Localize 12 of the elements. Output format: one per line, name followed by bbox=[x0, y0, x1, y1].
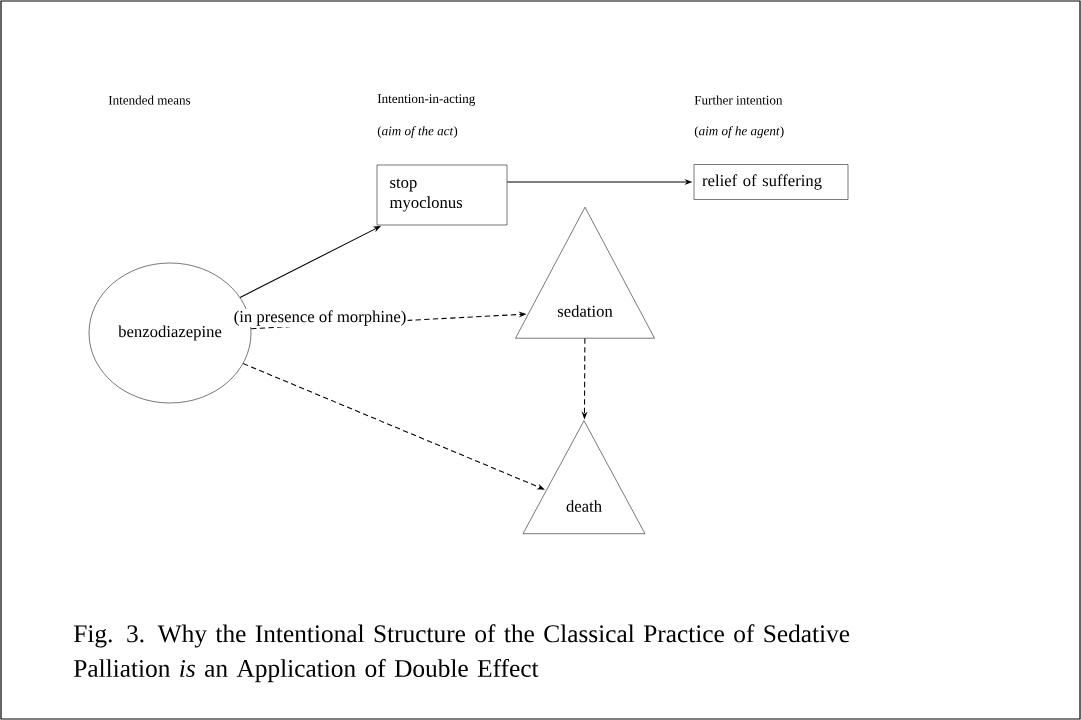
arrow bbox=[242, 363, 545, 490]
column-heading: Further intention bbox=[694, 95, 783, 105]
triangle: sedation bbox=[515, 206, 655, 339]
column-heading: (aim of he agent) bbox=[694, 126, 784, 138]
column-heading: Intended means bbox=[108, 95, 191, 105]
column-heading: (aim of the act) bbox=[377, 126, 458, 138]
caption: Fig. 3. Why the Intentional Structure of the Classical Practice of Sedative Palliation is an Application of Double Effect bbox=[74, 624, 850, 683]
process-box: relief of suffering bbox=[693, 164, 849, 200]
process-box: stop myoclonus bbox=[376, 164, 508, 226]
triangle: death bbox=[522, 420, 646, 534]
edge-label: (in presence of morphine) bbox=[232, 309, 408, 327]
column-heading: Intention-in-acting bbox=[377, 94, 475, 106]
